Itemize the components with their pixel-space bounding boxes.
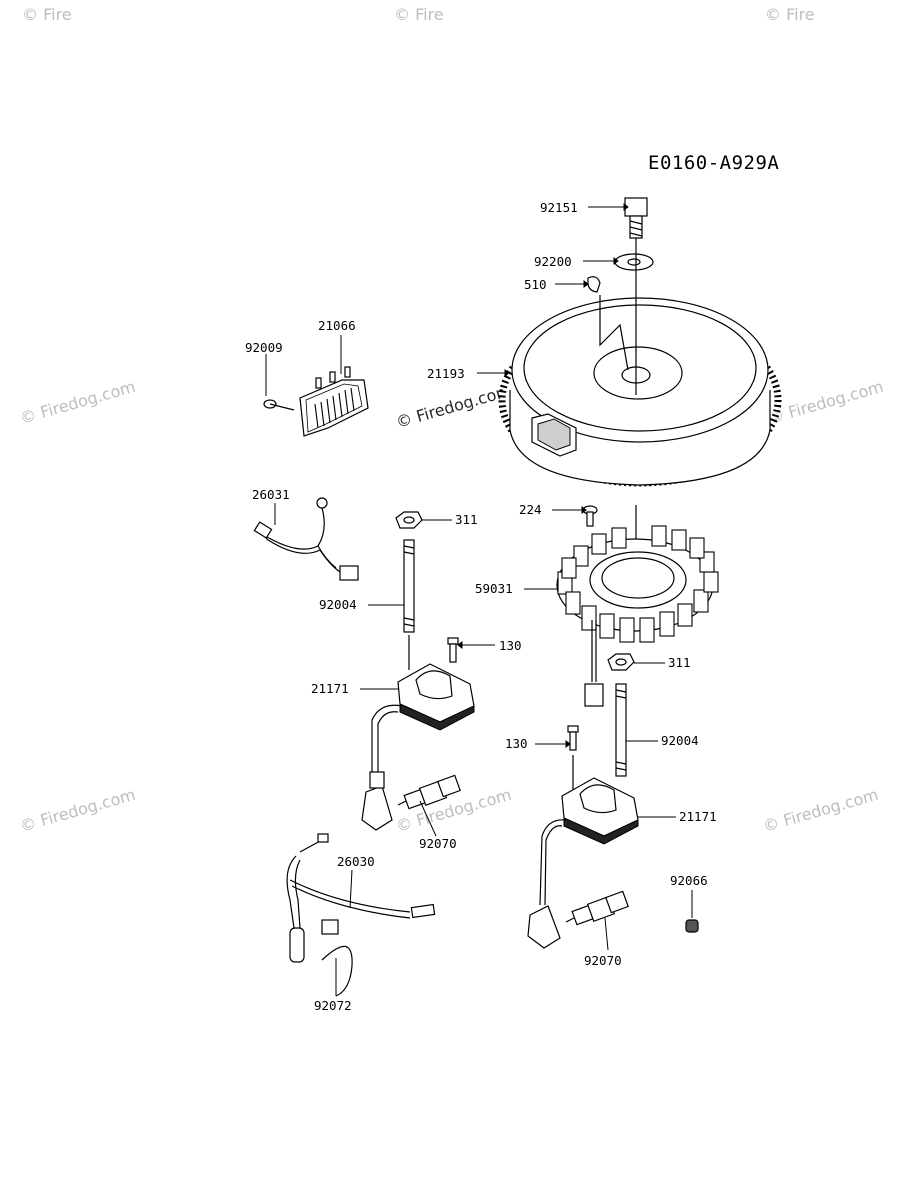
part-label-92009: 92009 [245,340,283,355]
left-ignition-drawing [361,511,475,831]
part-label-21171-left: 21171 [311,681,349,696]
watermark-center: © Firedog.com [394,381,514,432]
harness-26030-drawing [286,833,436,997]
part-label-130-left: 130 [499,638,522,653]
harness-26031-drawing [253,497,359,581]
bolt-92151-drawing [624,197,648,239]
part-label-92072: 92072 [314,998,352,1013]
part-label-21193: 21193 [427,366,465,381]
washer-92200-drawing [614,253,654,271]
part-labels: 92151 92200 510 21193 21066 92009 26031 … [245,200,717,1013]
part-label-92066: 92066 [670,873,708,888]
part-label-92004-left: 92004 [319,597,357,612]
part-label-59031: 59031 [475,581,513,596]
watermark-top-right: © Fire [765,5,815,24]
part-label-224: 224 [519,502,542,517]
key-510-drawing [587,276,601,293]
watermark-top-left: © Fire [22,5,72,24]
watermark-top-center: © Fire [394,5,444,24]
right-ignition-drawing [527,505,699,949]
watermark-low-left: © Firedog.com [18,785,138,836]
part-label-21066: 21066 [318,318,356,333]
diagram-code: E0160-A929A [648,152,780,174]
part-label-26031: 26031 [252,487,290,502]
part-label-311-right: 311 [668,655,691,670]
watermark-mid-left: © Firedog.com [18,377,138,428]
part-label-26030: 26030 [337,854,375,869]
part-label-311-left: 311 [455,512,478,527]
spark-plug-left-drawing [397,774,461,810]
watermark-low-right: © Firedog.com [761,785,881,836]
flywheel-21193-drawing [498,295,782,487]
regulator-21066-drawing [263,366,369,437]
part-label-92200: 92200 [534,254,572,269]
spark-plug-right-drawing [565,890,629,926]
part-label-92070-left: 92070 [419,836,457,851]
part-label-21171-right: 21171 [679,809,717,824]
part-label-510: 510 [524,277,547,292]
stator-59031-drawing [556,505,719,707]
leader-lines [265,203,693,996]
part-label-92151: 92151 [540,200,578,215]
part-label-92070-right: 92070 [584,953,622,968]
part-label-130-right: 130 [505,736,528,751]
part-label-92004-right: 92004 [661,733,699,748]
watermark-mid-right: © Firedog.com [766,377,886,428]
flywheel-assembly-drawing [498,197,782,487]
